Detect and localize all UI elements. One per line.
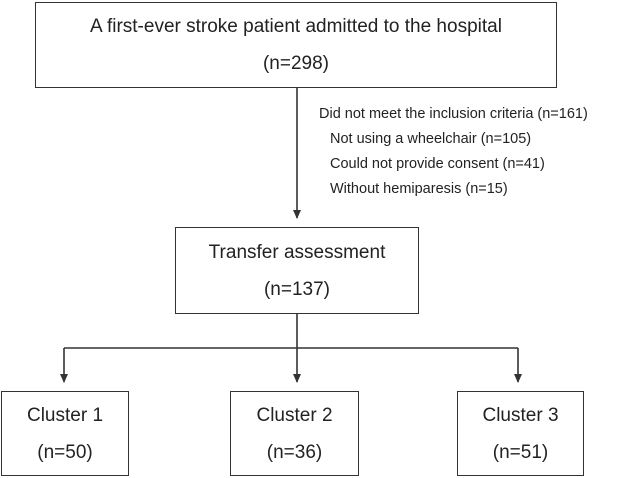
cluster-3-count: (n=51)	[492, 441, 549, 463]
cluster-2-title: Cluster 2	[256, 404, 333, 426]
exclusion-item: Without hemiparesis (n=15)	[330, 181, 508, 197]
start-count: (n=298)	[262, 53, 330, 74]
exclusion-item: Could not provide consent (n=41)	[330, 156, 545, 172]
assessment-box: Transfer assessment (n=137)	[175, 227, 419, 314]
cluster-1-count: (n=50)	[37, 441, 93, 463]
cluster-1-box: Cluster 1 (n=50)	[1, 391, 129, 476]
assessment-title: Transfer assessment	[208, 241, 386, 263]
cluster-1-title: Cluster 1	[26, 404, 104, 426]
cluster-3-box: Cluster 3 (n=51)	[457, 391, 584, 476]
start-box: A first-ever stroke patient admitted to …	[35, 2, 557, 88]
exclusion-item: Not using a wheelchair (n=105)	[330, 131, 532, 147]
cluster-3-title: Cluster 3	[482, 404, 559, 426]
cluster-2-count: (n=36)	[266, 441, 323, 463]
cluster-2-box: Cluster 2 (n=36)	[230, 391, 359, 476]
exclusion-header: Did not meet the inclusion criteria (n=1…	[319, 106, 588, 122]
start-title: A first-ever stroke patient admitted to …	[90, 16, 502, 37]
assessment-count: (n=137)	[263, 278, 331, 300]
